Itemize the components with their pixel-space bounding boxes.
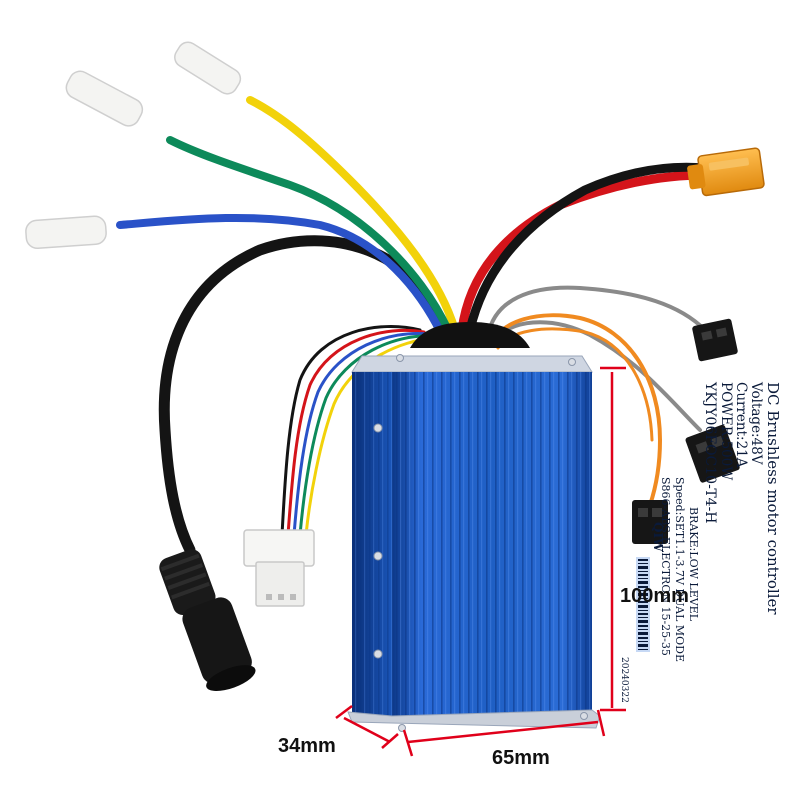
- blue-wire: [116, 213, 446, 339]
- label-line-brake: BRAKE:LOW LEVEL: [687, 507, 700, 622]
- label-line-current: Current:21A: [733, 382, 749, 468]
- yellow-bullet-sleeve: [174, 41, 242, 95]
- hall-wire-yellow: [304, 336, 438, 537]
- hall-wire-red: [286, 328, 426, 537]
- label-line-abs: S866-ABS-ELECTRON 15-25-35: [659, 477, 672, 656]
- hall-sensor-connector: [243, 529, 315, 607]
- width-dimension-line: [407, 720, 599, 744]
- screw-bottom: [373, 649, 383, 659]
- hall-wire-black: [280, 325, 422, 537]
- dimension-markings: [335, 366, 626, 757]
- hall-wire-blue: [292, 331, 430, 537]
- height-label: 100mm: [620, 585, 689, 607]
- screw-mid: [373, 551, 383, 561]
- blue-bullet-sleeve: [25, 215, 107, 250]
- orange-wire-1: [490, 313, 663, 507]
- brand-logo: QIW: [651, 522, 665, 552]
- orange-wire-2: [496, 327, 654, 442]
- label-line-model: YKJY06FOC10-T4-H: [702, 381, 718, 524]
- cable-grommet: [410, 322, 530, 348]
- wire-harness: [116, 96, 710, 556]
- green-wire: [166, 136, 452, 334]
- screw-top: [373, 423, 383, 433]
- round-waterproof-connector: [159, 549, 256, 692]
- label-line-speed: Speed:SET1.1-3.7V DUAL MODE: [673, 477, 686, 662]
- width-label: 65mm: [492, 747, 550, 769]
- bullet-connectors: [25, 41, 242, 250]
- controller-housing: QIW DC Brushless motor controller Voltag…: [347, 322, 782, 732]
- depth-label: 34mm: [278, 735, 336, 757]
- label-line-voltage: Voltage:48V: [748, 381, 764, 465]
- label-line-power: POWER:500W: [718, 382, 734, 480]
- hall-wire-green: [298, 334, 434, 537]
- gray-wire-1: [486, 285, 707, 337]
- black-power-wire: [465, 162, 710, 335]
- brake-connector-1: [692, 318, 738, 362]
- xt-power-connector: [687, 147, 765, 197]
- gray-wire-2: [493, 320, 702, 432]
- depth-dimension-line: [343, 716, 391, 744]
- brake-connector-2: [685, 424, 740, 483]
- yellow-wire: [246, 96, 459, 334]
- housing-label: QIW DC Brushless motor controller Voltag…: [619, 381, 782, 703]
- throttle-connector: [632, 500, 668, 544]
- green-bullet-sleeve: [65, 70, 144, 127]
- label-line-date: 20240322: [619, 657, 629, 703]
- label-line-title: DC Brushless motor controller: [764, 382, 782, 615]
- barcode: [636, 557, 650, 652]
